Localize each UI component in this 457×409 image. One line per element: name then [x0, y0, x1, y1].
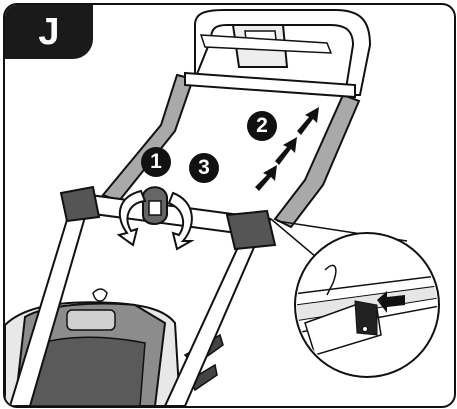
- step-1-badge: 1: [141, 147, 171, 177]
- upper-handle-tubes: [101, 73, 361, 229]
- cross-bar: [59, 185, 277, 251]
- detail-magnifier: [294, 232, 440, 378]
- step-2-badge: 2: [247, 111, 277, 141]
- instruction-panel: J 1 3 2: [3, 3, 456, 408]
- top-handle-bar: [184, 9, 372, 99]
- assembly-illustration: [5, 9, 440, 406]
- step-3-badge: 3: [189, 153, 219, 183]
- rotate-arrows: [116, 189, 195, 251]
- slide-up-arrows: [255, 107, 319, 191]
- pointer-arrow-icon: [377, 291, 405, 313]
- panel-label: J: [5, 5, 93, 59]
